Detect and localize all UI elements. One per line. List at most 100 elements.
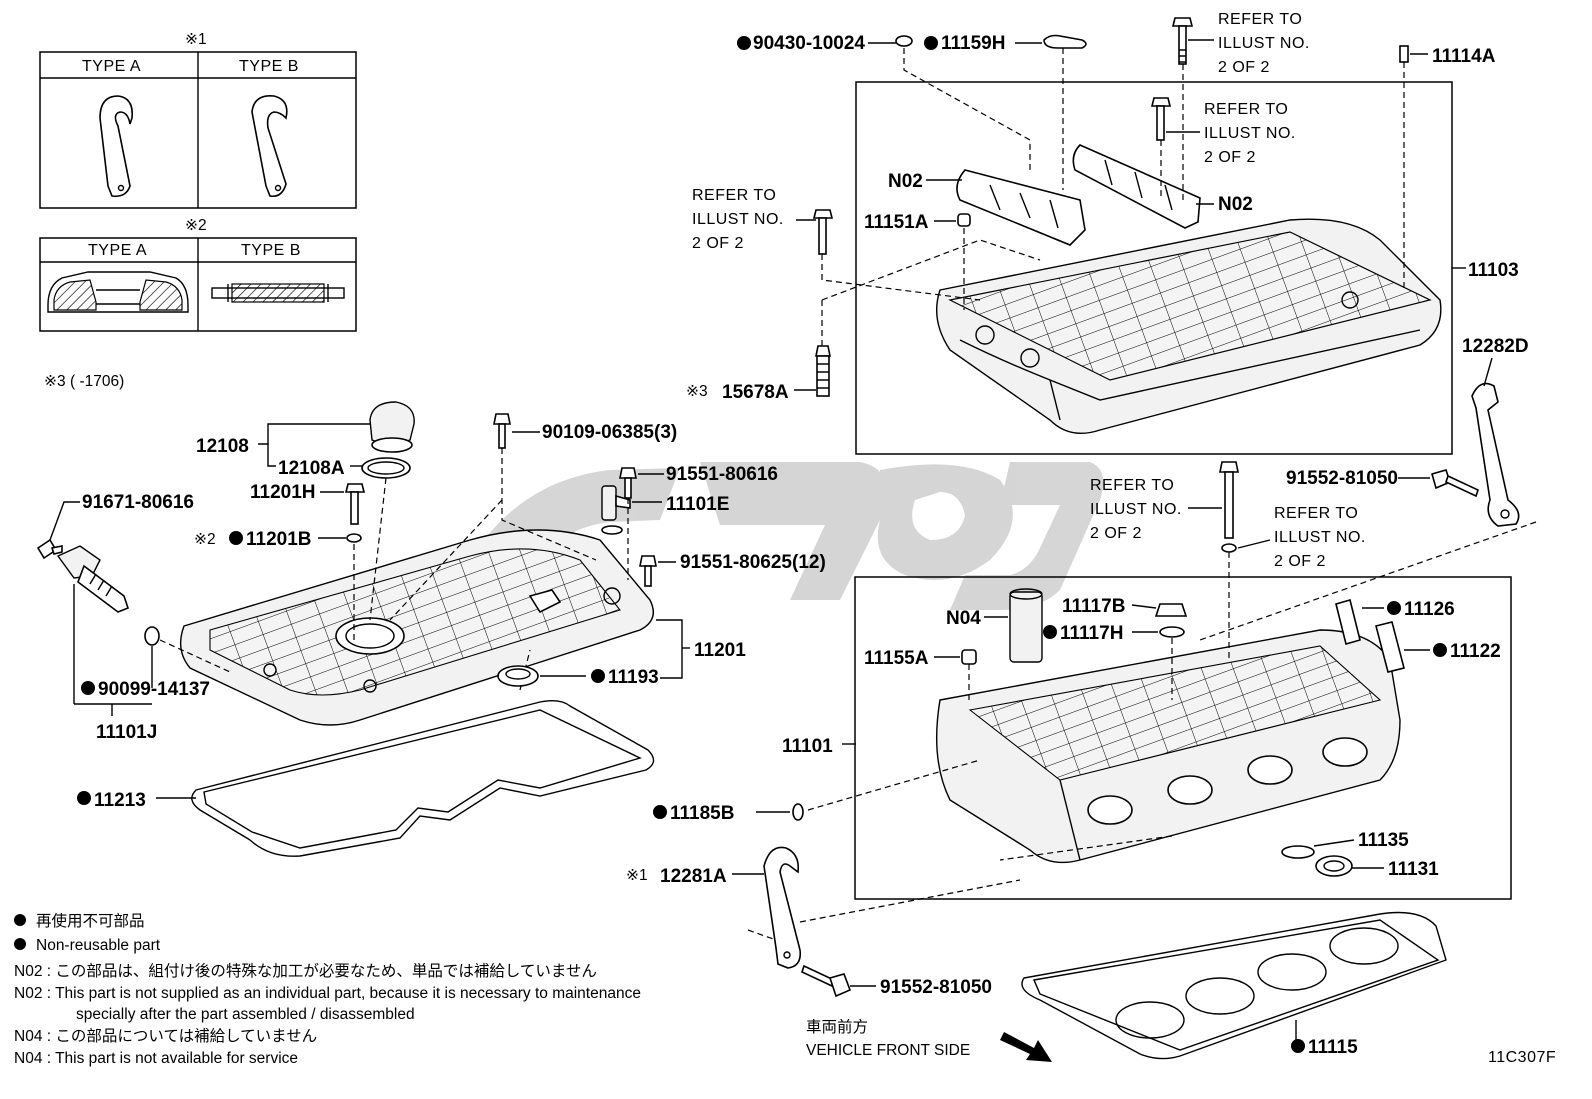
legend-n02-jp: N02 : この部品は、組付け後の特殊な加工が必要なため、単品では補給していませ…: [14, 962, 597, 980]
bolt-left-part: [812, 209, 834, 255]
oil-cap-12108-part: [369, 401, 415, 453]
label-11114A[interactable]: 11114A: [1410, 46, 1496, 67]
head-gasket-11115-part: [1021, 911, 1447, 1060]
label-11126[interactable]: 11126: [1362, 599, 1455, 620]
front-side-jp: 車両前方: [806, 1018, 868, 1036]
label-12108[interactable]: 12108: [196, 423, 370, 467]
plug-11117B-part: [1154, 603, 1188, 617]
gasket-11213-part: [191, 699, 655, 857]
svg-text:11117B: 11117B: [1062, 596, 1125, 617]
bolt-91551-80625-part: [639, 555, 657, 587]
hook-12281A-part: [763, 846, 802, 969]
svg-text:2 OF 2: 2 OF 2: [692, 235, 744, 252]
svg-text:90099-14137: 90099-14137: [98, 679, 210, 700]
svg-text:11213: 11213: [94, 790, 146, 811]
label-11185B[interactable]: 11185B: [653, 803, 790, 824]
label-91551-80625[interactable]: 91551-80625(12): [658, 552, 826, 573]
note2-type-a: TYPE A: [88, 242, 147, 259]
label-11201H[interactable]: 11201H: [250, 482, 344, 503]
label-90430[interactable]: 90430-10024: [737, 33, 896, 54]
svg-text:2 OF 2: 2 OF 2: [1274, 553, 1326, 570]
label-11101E[interactable]: 11101E: [632, 494, 729, 515]
label-90109[interactable]: 90109-06385(3): [512, 422, 677, 443]
svg-text:11135: 11135: [1358, 830, 1409, 851]
svg-text:12108A: 12108A: [278, 458, 345, 479]
legend-n02-en1: N02 : This part is not supplied as an in…: [14, 985, 641, 1002]
label-N04[interactable]: N04: [946, 608, 1008, 629]
svg-text:2 OF 2: 2 OF 2: [1204, 149, 1256, 166]
label-91551-80616[interactable]: 91551-80616: [638, 464, 778, 485]
label-11117B[interactable]: 11117B: [1062, 596, 1157, 617]
seal-11131-part: [1315, 855, 1353, 877]
label-11115[interactable]: 11115: [1291, 1020, 1358, 1058]
label-11151A[interactable]: 11151A: [864, 212, 956, 233]
label-12282D[interactable]: 12282D: [1462, 336, 1529, 387]
label-90099[interactable]: 90099-14137: [73, 584, 210, 716]
label-91671[interactable]: 91671-80616: [49, 492, 194, 541]
o-ring-11185B-part: [792, 803, 804, 821]
svg-text:11101J: 11101J: [96, 722, 157, 743]
svg-text:ILLUST NO.: ILLUST NO.: [1204, 125, 1296, 142]
svg-text:11101E: 11101E: [666, 494, 729, 515]
hook-12282D-part: [1471, 382, 1520, 527]
label-11117H[interactable]: 11117H: [1043, 623, 1158, 644]
cam-cap-left-part: [956, 169, 1086, 246]
svg-text:11131: 11131: [1388, 859, 1439, 880]
bolt-90109-part: [493, 413, 511, 449]
svg-text:ILLUST NO.: ILLUST NO.: [692, 211, 784, 228]
sensor-11101E-part: [601, 485, 631, 535]
diagram-code: 11C307F: [1488, 1049, 1556, 1066]
legend-n04-en: N04 : This part is not available for ser…: [14, 1050, 298, 1067]
label-11103[interactable]: 11103: [1468, 260, 1519, 281]
label-11201[interactable]: 11201: [656, 619, 746, 679]
label-11131[interactable]: 11131: [1352, 859, 1439, 880]
svg-text:ILLUST NO.: ILLUST NO.: [1218, 35, 1310, 52]
label-N02-right[interactable]: N02: [1196, 194, 1253, 215]
bolt-top-1-part: [1171, 17, 1194, 65]
head-cover-11201-part: [179, 529, 654, 726]
bolt-11201H-part: [344, 483, 366, 543]
label-91552-lower[interactable]: 91552-81050: [850, 977, 992, 998]
label-11159H[interactable]: 11159H: [924, 33, 1042, 54]
label-11101[interactable]: 11101: [782, 736, 856, 757]
svg-text:11155A: 11155A: [864, 648, 929, 669]
svg-text:12282D: 12282D: [1462, 336, 1529, 357]
svg-text:REFER TO: REFER TO: [1274, 505, 1358, 522]
pin-11114A-part: [1399, 45, 1409, 63]
legend-n04-jp: N04 : この部品については補給していません: [14, 1027, 317, 1045]
bolt-91552-lower-part: [801, 964, 852, 998]
svg-text:12281A: 12281A: [660, 866, 727, 887]
svg-text:91551-80625(12): 91551-80625(12): [680, 552, 826, 573]
svg-text:REFER TO: REFER TO: [1204, 101, 1288, 118]
refer-head-left: REFER TO ILLUST NO. 2 OF 2: [1090, 477, 1222, 542]
label-12108A[interactable]: 12108A: [278, 458, 362, 479]
label-N02-left[interactable]: N02: [888, 171, 962, 192]
label-12281A[interactable]: ※1 12281A: [626, 866, 764, 887]
svg-text:90109-06385(3): 90109-06385(3): [542, 422, 677, 443]
legend-nonreusable-jp: 再使用不可部品: [36, 912, 145, 930]
svg-text:15678A: 15678A: [722, 382, 789, 403]
label-11213[interactable]: 11213: [77, 790, 196, 811]
svg-text:※2: ※2: [194, 531, 216, 548]
svg-text:11193: 11193: [608, 667, 659, 688]
label-11193[interactable]: 11193: [540, 667, 659, 688]
bolt-91671-part: [36, 538, 63, 560]
dowel-11151A-part: [957, 213, 971, 227]
label-11135[interactable]: 11135: [1313, 830, 1409, 851]
guide-11126-part: [1335, 599, 1361, 645]
gasket-12108A-part: [361, 457, 411, 479]
note2-box: ※2 TYPE A TYPE B: [39, 217, 357, 332]
svg-text:N02: N02: [1218, 194, 1253, 215]
label-15678A[interactable]: ※3 15678A: [686, 382, 816, 403]
gasket-type-a-icon: [47, 271, 189, 313]
svg-text:11201B: 11201B: [246, 529, 312, 550]
label-91552-upper[interactable]: 91552-81050: [1286, 468, 1430, 489]
label-11101J[interactable]: 11101J: [96, 722, 157, 743]
label-11155A[interactable]: 11155A: [864, 648, 960, 669]
o-ring-90099-part: [144, 626, 160, 646]
svg-text:11126: 11126: [1404, 599, 1455, 620]
label-11201B[interactable]: ※2 11201B: [194, 529, 346, 550]
label-11122[interactable]: 11122: [1404, 641, 1501, 662]
bolt-91552-upper-part: [1431, 469, 1479, 498]
svg-text:REFER TO: REFER TO: [1218, 11, 1302, 28]
